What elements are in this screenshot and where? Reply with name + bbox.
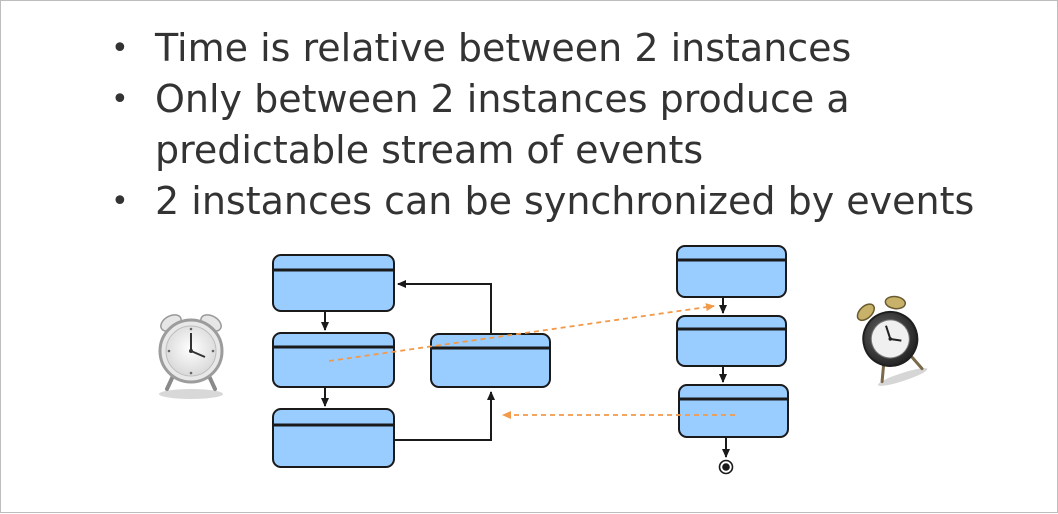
final-state — [718, 459, 734, 475]
bullet-text-continuation: predictable stream of events — [155, 128, 704, 172]
bullet-item-1: • Time is relative between 2 instances — [109, 23, 974, 74]
bullet-item-2: • Only between 2 instances produce a pre… — [109, 74, 974, 176]
bullet-list: • Time is relative between 2 instances •… — [109, 23, 974, 227]
state-box-right-2 — [676, 315, 787, 367]
bullet-text: Time is relative between 2 instances — [155, 26, 852, 70]
bullet-dot: • — [111, 31, 129, 66]
bullet-dot: • — [111, 82, 129, 117]
state-box-right-1 — [676, 245, 787, 298]
alarm-clock-icon — [158, 314, 224, 399]
state-box-right-3 — [678, 384, 789, 438]
bullet-dot: • — [111, 184, 129, 219]
bullet-text: Only between 2 instances produce a — [155, 77, 850, 121]
state-box-left-1 — [272, 254, 395, 312]
tilted-alarm-clock-icon — [856, 295, 928, 386]
bullet-item-3: • 2 instances can be synchronized by eve… — [109, 176, 974, 227]
transition-arrow — [397, 280, 492, 334]
transition-arrow — [394, 391, 495, 441]
bullet-text: 2 instances can be synchronized by event… — [155, 179, 975, 223]
state-box-middle — [430, 333, 551, 388]
event-arrow — [328, 303, 715, 362]
state-box-left-3 — [272, 408, 395, 468]
